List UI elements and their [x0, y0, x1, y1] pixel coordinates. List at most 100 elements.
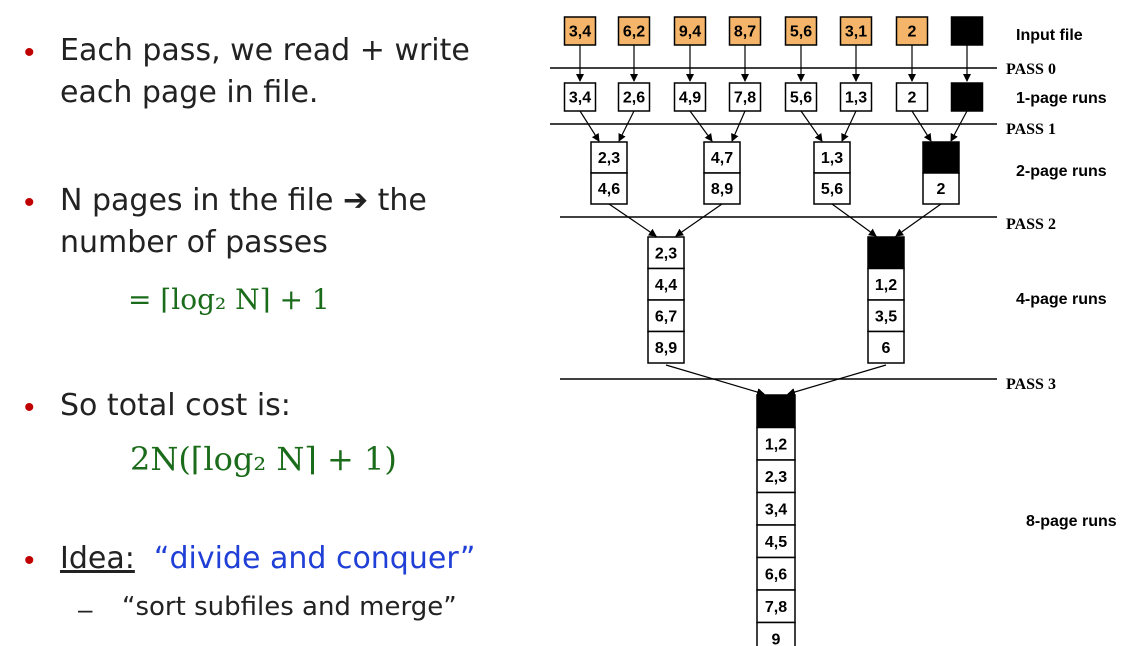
run1-page-1	[617, 82, 651, 112]
run8-page-0-blank	[756, 394, 796, 429]
pass1-arrow-6	[911, 110, 932, 142]
run1-page-2-label: 4,9	[679, 90, 701, 107]
run8-page-7	[756, 621, 796, 646]
run4-g0-page-3-label: 8,9	[655, 340, 677, 357]
passes-formula: = ⌈log₂ N⌉ + 1	[128, 283, 330, 316]
bullet-1-dot: •	[24, 36, 35, 69]
run4-g0-page-3	[647, 330, 685, 364]
input-page-7-blank	[950, 16, 984, 46]
pass-2-label: PASS 2	[1006, 216, 1056, 233]
run4-g1-page-3-label: 6	[882, 340, 891, 357]
pass2-arrow-1	[675, 203, 723, 237]
pass-3-label: PASS 3	[1006, 376, 1056, 393]
right-arrow-icon: ➔	[342, 183, 369, 218]
bullet-2-text: N pages in the file ➔ the number of pass…	[60, 180, 480, 264]
run1-page-1-label: 2,6	[623, 90, 645, 107]
pass1-arrow-4	[800, 110, 823, 142]
run2-g2-page-0	[813, 141, 851, 174]
run2-g2-page-0-label: 1,3	[821, 150, 843, 167]
run-label-2: 2-page runs	[1016, 163, 1107, 180]
run2-g0-page-0-label: 2,3	[598, 150, 620, 167]
idea-label: Idea:	[60, 541, 135, 576]
pass3-arrow-0	[665, 364, 765, 396]
bullet-3-dot: •	[24, 391, 35, 424]
run8-page-3	[756, 491, 796, 526]
input-page-0-label: 3,4	[569, 24, 591, 41]
run1-page-5-label: 1,3	[845, 90, 867, 107]
pass1-arrow-5	[841, 110, 857, 142]
run2-g3-page-1-label: 2	[937, 181, 946, 198]
run1-page-4-label: 5,6	[790, 90, 812, 107]
run1-page-3-label: 7,8	[734, 90, 756, 107]
pass-1-label: PASS 1	[1006, 121, 1056, 138]
bullet-2-dot: •	[24, 186, 35, 219]
run8-page-5-label: 6,6	[765, 566, 787, 583]
run8-page-6-label: 7,8	[765, 599, 787, 616]
pass2-arrow-3	[895, 203, 942, 237]
input-page-6	[895, 16, 929, 46]
input-page-6-label: 2	[908, 24, 917, 41]
run-label-8: 8-page runs	[1026, 513, 1117, 530]
bullet-2-text-before: N pages in the file	[60, 183, 343, 218]
run8-page-2	[756, 459, 796, 494]
pass1-arrow-3	[731, 110, 746, 142]
run8-page-4	[756, 524, 796, 559]
pass2-arrow-0	[608, 203, 657, 237]
run2-g3-page-1	[922, 172, 960, 205]
input-page-0	[563, 16, 597, 46]
input-page-2-label: 9,4	[679, 24, 701, 41]
pass3-arrow-1	[787, 364, 887, 396]
input-page-1-label: 6,2	[623, 24, 645, 41]
bullet-1-text: Each pass, we read + write each page in …	[60, 33, 470, 110]
run4-g1-page-0-blank	[867, 236, 905, 270]
run2-g2-page-1-label: 5,6	[821, 181, 843, 198]
run1-page-0	[563, 82, 597, 112]
run2-g0-page-1	[590, 172, 628, 205]
run8-page-6	[756, 589, 796, 624]
run4-g0-page-2-label: 6,7	[655, 308, 677, 325]
bullet-4-text: Idea: “divide and conquer”	[60, 538, 500, 580]
run8-page-3-label: 3,4	[765, 501, 787, 518]
input-file-label: Input file	[1016, 27, 1083, 44]
input-page-4-label: 5,6	[790, 24, 812, 41]
sub-bullet-text: “sort subfiles and merge”	[122, 592, 457, 622]
pass2-arrow-2	[831, 203, 877, 237]
run8-page-1-label: 1,2	[765, 436, 787, 453]
pass1-arrow-1	[618, 110, 635, 142]
run4-g0-page-0-label: 2,3	[655, 245, 677, 262]
run2-g0-page-0	[590, 141, 628, 174]
run4-g1-page-2-label: 3,5	[875, 308, 897, 325]
run4-g0-page-2	[647, 299, 685, 333]
run1-page-2	[673, 82, 707, 112]
run-label-4: 4-page runs	[1016, 291, 1107, 308]
run2-g1-page-0-label: 4,7	[711, 150, 733, 167]
pass1-arrow-7	[950, 110, 968, 142]
run1-page-4	[784, 82, 818, 112]
run1-page-7-blank	[950, 82, 984, 112]
input-page-5-label: 3,1	[845, 24, 867, 41]
run2-g1-page-1-label: 8,9	[711, 181, 733, 198]
run1-page-6-label: 2	[908, 90, 917, 107]
run2-g2-page-1	[813, 172, 851, 205]
idea-quote: “divide and conquer”	[153, 541, 476, 576]
run4-g1-page-1	[867, 267, 905, 301]
bullet-3-text: So total cost is:	[60, 388, 291, 423]
run8-page-7-label: 9	[772, 631, 781, 646]
bullet-2-text-after: the number of passes	[60, 183, 427, 260]
run1-page-0-label: 3,4	[569, 90, 591, 107]
run8-page-1	[756, 426, 796, 461]
run4-g1-page-2	[867, 299, 905, 333]
pass1-arrow-0	[579, 110, 600, 142]
run2-g0-page-1-label: 4,6	[598, 181, 620, 198]
run2-g3-page-0-blank	[922, 141, 960, 174]
run4-g1-page-1-label: 1,2	[875, 277, 897, 294]
total-cost-formula: 2N(⌈log₂ N⌉ + 1)	[130, 440, 397, 478]
sub-bullet-dash: –	[78, 594, 93, 624]
pass1-arrow-2	[689, 110, 713, 142]
pass-0-label: PASS 0	[1006, 61, 1056, 78]
run4-g0-page-1-label: 4,4	[655, 277, 677, 294]
bullet-4-dot: •	[24, 544, 35, 577]
run8-page-2-label: 2,3	[765, 469, 787, 486]
run8-page-4-label: 4,5	[765, 534, 787, 551]
